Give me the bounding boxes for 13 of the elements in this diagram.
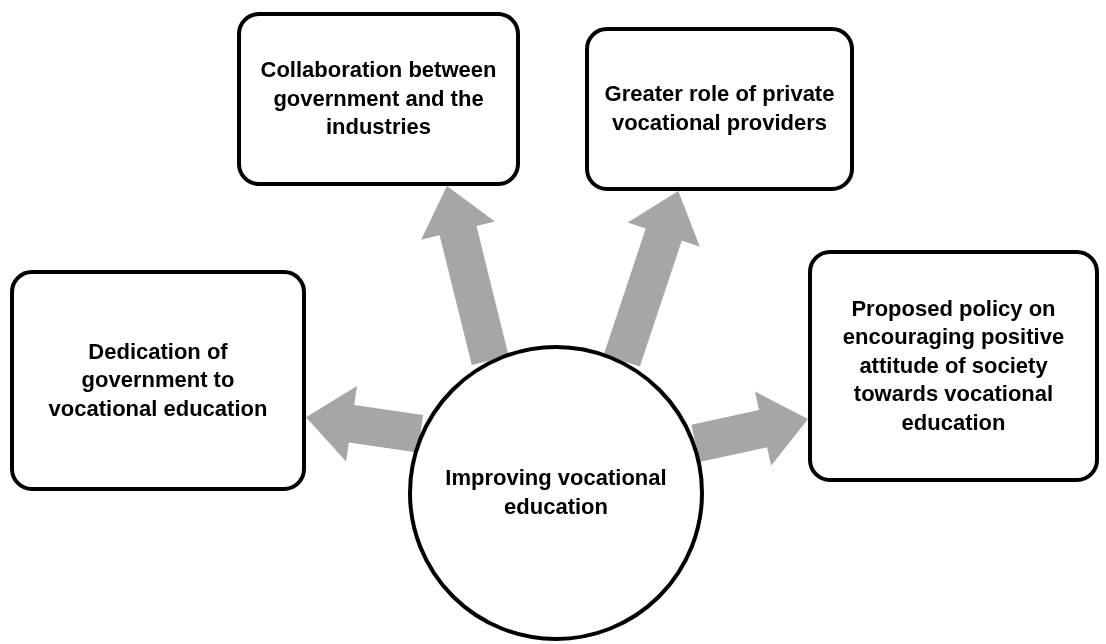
- block-arrow: [603, 191, 700, 367]
- rounded-box: [10, 270, 306, 491]
- rounded-box: [237, 12, 520, 186]
- rounded-box: [808, 250, 1099, 482]
- block-arrow: [691, 391, 808, 466]
- rounded-box: [585, 27, 854, 191]
- node-text: Collaboration between government and the industries: [259, 56, 498, 142]
- node-text: Dedication of government to vocational education: [47, 337, 269, 423]
- node-text: Proposed policy on encouraging positive attitude of society towards vocational education: [841, 294, 1066, 437]
- block-arrow: [421, 186, 509, 365]
- node-text: Improving vocational education: [444, 464, 668, 521]
- node-text: Greater role of private vocational providers: [603, 80, 836, 137]
- block-arrow: [306, 386, 424, 462]
